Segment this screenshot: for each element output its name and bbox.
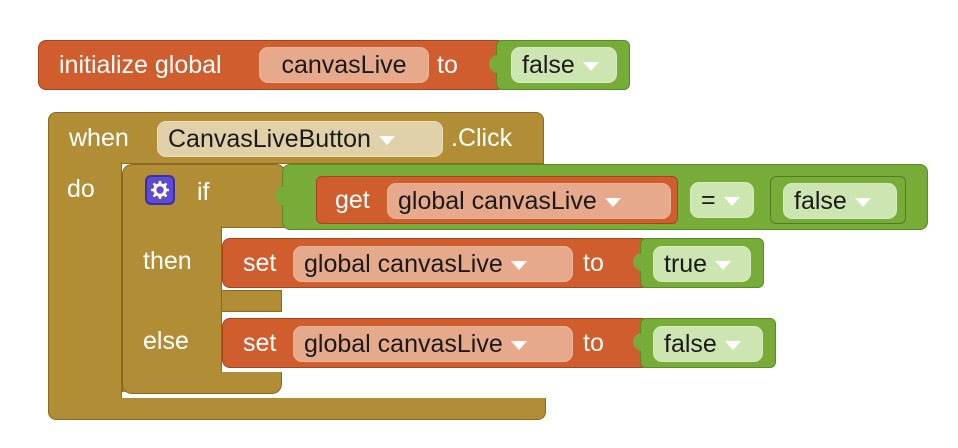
event-handler-footer [48, 398, 546, 420]
set-label: set [243, 329, 277, 357]
component-name: CanvasLiveButton [168, 125, 371, 153]
operator-value: = [701, 186, 716, 214]
if-label: if [197, 178, 210, 206]
set-label: set [243, 249, 277, 277]
caret-down-icon [582, 62, 599, 71]
to-label: to [583, 329, 604, 357]
caret-down-icon [715, 261, 732, 270]
else-label: else [143, 327, 189, 355]
if-then-divider [222, 290, 282, 312]
boolean-value: false [794, 187, 847, 215]
get-variable-name: global canvasLive [398, 187, 597, 215]
caret-down-icon [604, 198, 621, 207]
initialize-global-block[interactable]: initialize global canvasLive to [38, 40, 506, 90]
set-variable-dropdown[interactable]: global canvasLive [293, 326, 573, 362]
gear-icon-glyph [151, 181, 169, 199]
connector-plug [489, 55, 501, 73]
boolean-dropdown[interactable]: false [653, 326, 763, 362]
false-logic-block[interactable]: false [770, 176, 906, 224]
get-variable-dropdown[interactable]: global canvasLive [387, 183, 671, 219]
event-handler-spine: do [48, 162, 122, 402]
if-else-spine: then else [122, 226, 222, 392]
caret-down-icon [854, 198, 871, 207]
event-handler-header[interactable]: when CanvasLiveButton .Click [48, 112, 544, 164]
boolean-dropdown[interactable]: false [511, 47, 617, 83]
get-label: get [335, 186, 370, 214]
to-label: to [437, 51, 458, 79]
connector-plug [633, 253, 645, 271]
boolean-value: false [664, 330, 717, 358]
false-logic-block[interactable]: false [633, 318, 776, 368]
set-variable-block[interactable]: set global canvasLive to [222, 318, 650, 368]
caret-down-icon [723, 197, 740, 206]
operator-dropdown[interactable]: = [690, 182, 754, 218]
connector-plug [633, 333, 645, 351]
if-else-block[interactable]: if [122, 164, 286, 228]
caret-down-icon [510, 261, 527, 270]
caret-down-icon [378, 136, 395, 145]
when-label: when [69, 124, 129, 152]
variable-name-field[interactable]: canvasLive [259, 47, 429, 83]
boolean-dropdown[interactable]: true [653, 246, 751, 282]
false-logic-block[interactable]: false [489, 40, 630, 90]
gear-icon[interactable] [145, 175, 175, 205]
variable-name-text: canvasLive [281, 51, 407, 79]
boolean-value: false [522, 51, 575, 79]
component-dropdown[interactable]: CanvasLiveButton [157, 121, 443, 157]
get-variable-block[interactable]: get global canvasLive [316, 176, 678, 224]
boolean-value: true [664, 250, 708, 278]
then-label: then [143, 247, 192, 275]
boolean-dropdown[interactable]: false [783, 183, 897, 219]
set-variable-name: global canvasLive [304, 250, 503, 278]
true-logic-block[interactable]: true [633, 238, 764, 288]
event-name-label: .Click [451, 124, 513, 152]
if-else-footer [122, 372, 282, 394]
set-variable-dropdown[interactable]: global canvasLive [293, 246, 573, 282]
caret-down-icon [510, 341, 527, 350]
caret-down-icon [724, 341, 741, 350]
initialize-global-label: initialize global [59, 51, 222, 79]
connector-plug [275, 187, 287, 205]
do-label: do [67, 175, 95, 203]
set-variable-block[interactable]: set global canvasLive to [222, 238, 650, 288]
to-label: to [583, 249, 604, 277]
set-variable-name: global canvasLive [304, 330, 503, 358]
